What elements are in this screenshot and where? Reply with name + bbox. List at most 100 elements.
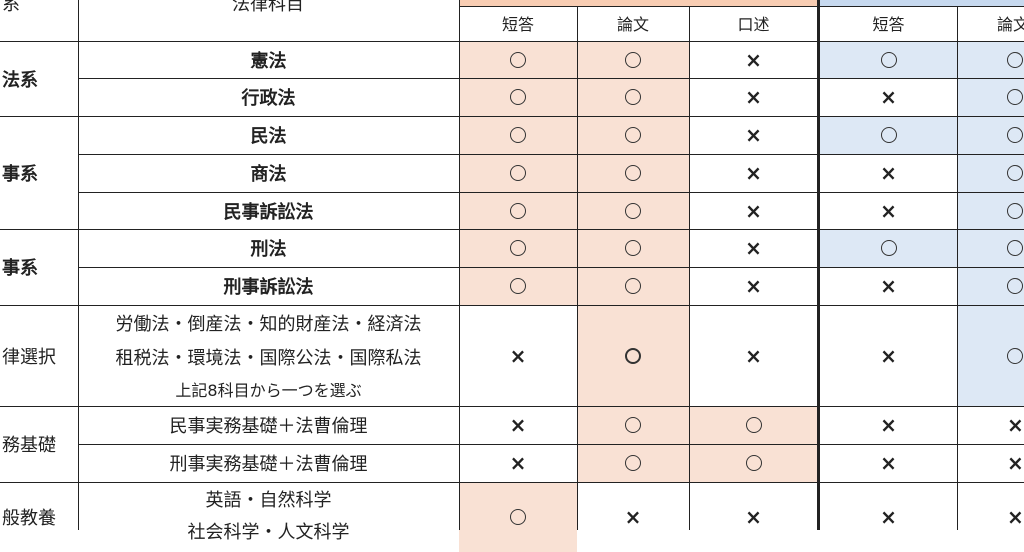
col-essay2-header: 論文 — [997, 15, 1024, 34]
header-band-orange — [459, 0, 818, 6]
col-essay-header: 論文 — [616, 15, 649, 34]
mark-cell-r1-oral: × — [689, 41, 818, 78]
grid-hline — [459, 6, 1024, 7]
grid-hline — [78, 267, 1024, 268]
mark-cell-r1-essay — [577, 41, 689, 78]
circle-mark — [625, 240, 641, 256]
general-subjects-line1: 英語・自然科学 — [205, 490, 332, 511]
mark-cell-r4-oral: × — [689, 154, 818, 192]
mark-cell-r11-essay: × — [577, 482, 689, 552]
circle-mark — [625, 89, 641, 105]
circle-mark — [745, 417, 762, 433]
subject-kenpo: 憲法 — [250, 50, 287, 72]
cross-mark: × — [1007, 413, 1024, 437]
cross-mark: × — [745, 236, 762, 260]
col-oral-header: 口述 — [737, 15, 770, 34]
mark-cell-r9-oral — [689, 406, 818, 444]
mark-cell-r7-essay — [577, 267, 689, 305]
mark-cell-r1-short2 — [820, 41, 957, 78]
cross-mark: × — [509, 343, 527, 368]
circle-mark — [625, 165, 641, 181]
grid-hline — [0, 482, 1024, 483]
circle-mark — [1007, 240, 1023, 256]
general-subjects-line2: 社会科学・人文科学 — [187, 522, 350, 543]
cross-mark: × — [745, 85, 762, 109]
mark-cell-r7-oral: × — [689, 267, 818, 305]
subject-shoho: 商法 — [250, 164, 287, 185]
mark-cell-r11-short2: × — [820, 482, 957, 552]
circle-mark — [745, 455, 762, 471]
mark-cell-r4-essay — [577, 154, 689, 192]
cross-mark: × — [880, 161, 897, 185]
subject-gyoseiho: 行政法 — [241, 88, 296, 109]
mark-cell-r3-essay2 — [957, 116, 1024, 154]
mark-cell-r6-essay — [577, 229, 689, 267]
subject-civil-practice: 民事実務基礎＋法曹倫理 — [169, 416, 368, 437]
cross-mark: × — [745, 123, 762, 147]
mark-cell-r9-short2: × — [820, 406, 957, 444]
grid-vline — [459, 0, 460, 530]
header-band-blue — [820, 0, 1024, 6]
grid-vline — [817, 0, 820, 530]
mark-cell-r8-essay — [577, 305, 689, 406]
mark-cell-r6-short2 — [820, 229, 957, 267]
mark-cell-r2-essay — [577, 78, 689, 116]
subject-keiho: 刑法 — [250, 239, 287, 260]
group-label-public: 法系 — [2, 69, 38, 91]
cross-mark: × — [880, 85, 897, 109]
circle-mark — [625, 51, 641, 68]
circle-mark — [880, 51, 897, 68]
elective-subjects-line1: 労働法・倒産法・知的財産法・経済法 — [115, 314, 422, 335]
circle-mark — [1007, 278, 1023, 294]
mark-cell-r4-short — [459, 154, 577, 192]
mark-cell-r10-oral — [689, 444, 818, 482]
mark-cell-r9-short: × — [459, 406, 577, 444]
grid-hline — [78, 444, 1024, 445]
mark-cell-r2-short — [459, 78, 577, 116]
mark-cell-r8-short2: × — [820, 305, 957, 406]
mark-cell-r1-essay2 — [957, 41, 1024, 78]
mark-cell-r7-short2: × — [820, 267, 957, 305]
cross-mark: × — [1007, 451, 1024, 475]
mark-cell-r3-oral: × — [689, 116, 818, 154]
circle-mark — [510, 202, 526, 219]
cross-mark: × — [880, 274, 897, 298]
elective-note: 上記8科目から一つを選ぶ — [175, 381, 362, 400]
group-label-civil: 事系 — [2, 163, 38, 185]
cross-mark: × — [745, 343, 762, 368]
grid-hline — [0, 41, 1024, 42]
circle-mark — [510, 509, 526, 525]
circle-mark — [510, 165, 526, 181]
circle-mark — [1007, 51, 1023, 68]
grid-hline — [0, 229, 1024, 230]
circle-mark — [510, 127, 526, 143]
grid-vline — [689, 6, 690, 530]
circle-mark — [625, 347, 641, 364]
mark-cell-r6-essay2 — [957, 229, 1024, 267]
mark-cell-r3-essay — [577, 116, 689, 154]
mark-cell-r5-essay2 — [957, 192, 1024, 229]
grid-hline — [0, 406, 1024, 407]
circle-mark — [510, 240, 526, 256]
circle-mark — [625, 127, 641, 143]
cross-mark: × — [509, 451, 527, 475]
cross-mark: × — [745, 505, 762, 529]
group-label-general: 般教養 — [2, 508, 56, 529]
mark-cell-r4-short2: × — [820, 154, 957, 192]
grid-hline — [0, 305, 1024, 306]
circle-mark — [510, 89, 526, 105]
group-label-elective: 律選択 — [2, 346, 56, 368]
mark-cell-r1-short — [459, 41, 577, 78]
grid-hline — [78, 78, 1024, 79]
cross-mark: × — [624, 505, 642, 529]
mark-cell-r2-short2: × — [820, 78, 957, 116]
group-label-criminal: 事系 — [2, 258, 38, 279]
circle-mark — [625, 278, 641, 294]
circle-mark — [625, 455, 641, 471]
mark-cell-r9-essay2: × — [957, 406, 1024, 444]
mark-cell-r7-short — [459, 267, 577, 305]
mark-cell-r8-essay2 — [957, 305, 1024, 406]
mark-cell-r8-oral: × — [689, 305, 818, 406]
subject-criminal-practice: 刑事実務基礎＋法曹倫理 — [169, 454, 368, 475]
subject-minji-soshoho: 民事訴訟法 — [223, 201, 314, 223]
